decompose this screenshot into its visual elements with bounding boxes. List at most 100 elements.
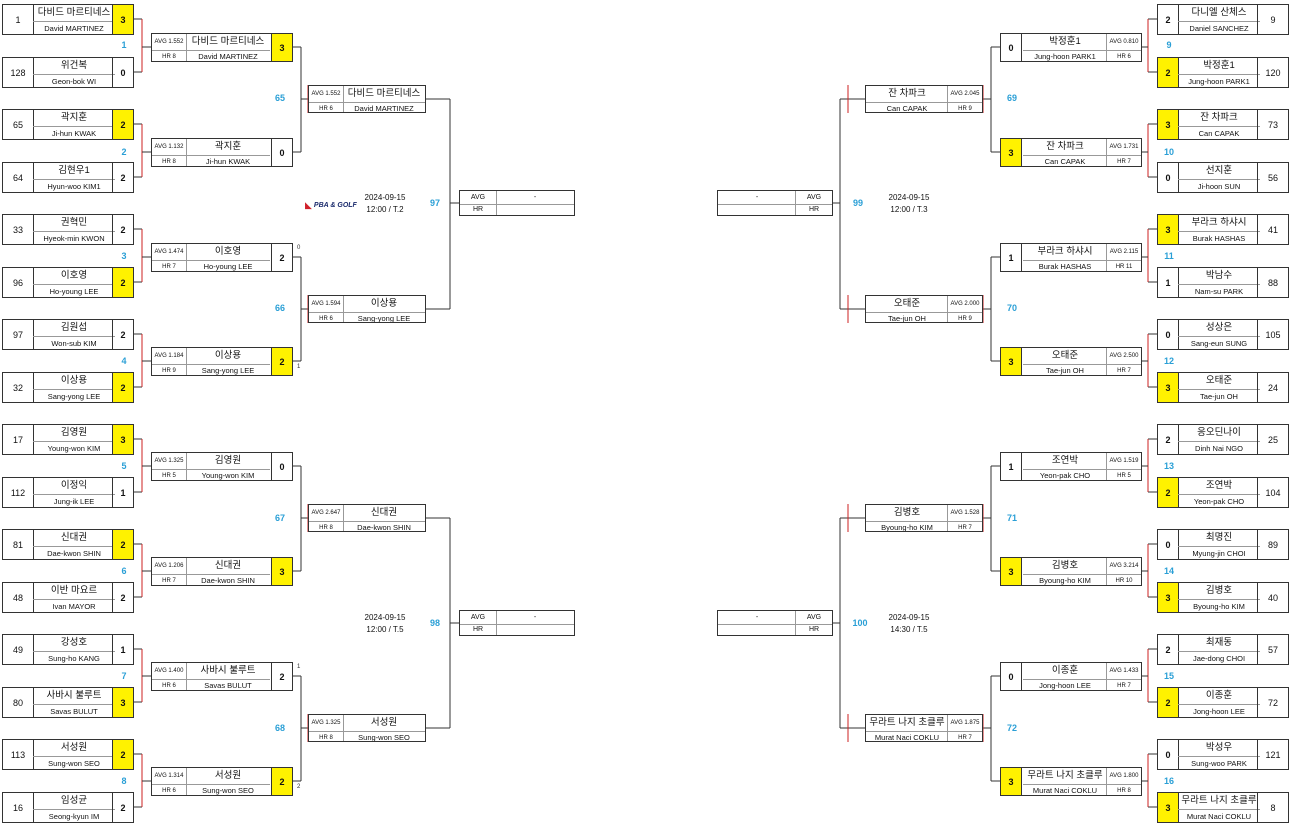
next-match-box[interactable]: AVG-HR bbox=[717, 610, 833, 636]
player-name-en: Ho-young LEE bbox=[203, 262, 253, 271]
next-match-box[interactable]: AVG-HR bbox=[717, 190, 833, 216]
player-name-ko: 이호영 bbox=[33, 268, 115, 285]
avg-stat: AVG 1.594 bbox=[309, 296, 343, 313]
match-score: 3 bbox=[1001, 348, 1022, 375]
hr-label: HR bbox=[795, 624, 832, 635]
next-match-box[interactable]: AVG-HR bbox=[459, 610, 575, 636]
player-name-en: Savas BULUT bbox=[204, 681, 252, 690]
match-number: 70 bbox=[1006, 303, 1017, 313]
match-score: 3 bbox=[1158, 110, 1179, 139]
match-number: 65 bbox=[274, 93, 285, 103]
hr-row: HR bbox=[460, 204, 574, 215]
player-name-en: Dinh Nai NGO bbox=[1195, 444, 1243, 453]
player-name-en: Sung-won SEO bbox=[202, 786, 254, 795]
avg-label: AVG bbox=[795, 611, 832, 624]
player-name-en: Can CAPAK bbox=[1198, 129, 1240, 138]
hr-stat: HR 8 bbox=[1117, 788, 1131, 794]
seed-number: 88 bbox=[1257, 268, 1288, 297]
hr-value bbox=[496, 624, 574, 635]
player-name-ko: 곽지훈 bbox=[33, 110, 115, 127]
avg-stat: AVG 1.314 bbox=[152, 768, 186, 785]
match-score: 2 bbox=[112, 373, 133, 402]
match-score: 2 bbox=[271, 348, 292, 375]
hr-stat: HR 8 bbox=[162, 159, 176, 165]
seed-number: 73 bbox=[1257, 110, 1288, 139]
match-number: 16 bbox=[1163, 776, 1174, 786]
match-number: 5 bbox=[121, 461, 127, 471]
player-name: 이호영 Ho-young LEE bbox=[33, 268, 115, 297]
avg-row: AVG- bbox=[460, 191, 574, 205]
next-match-box[interactable]: AVG-HR bbox=[459, 190, 575, 216]
hr-stat: HR 8 bbox=[319, 735, 333, 741]
match-number: 97 bbox=[429, 198, 440, 208]
player-name-ko: 김영원 bbox=[186, 453, 270, 470]
match-score: 3 bbox=[1158, 373, 1179, 402]
player-name-en: Yeon-pak CHO bbox=[1193, 497, 1245, 506]
player-name-en: Ho-young LEE bbox=[49, 287, 99, 296]
